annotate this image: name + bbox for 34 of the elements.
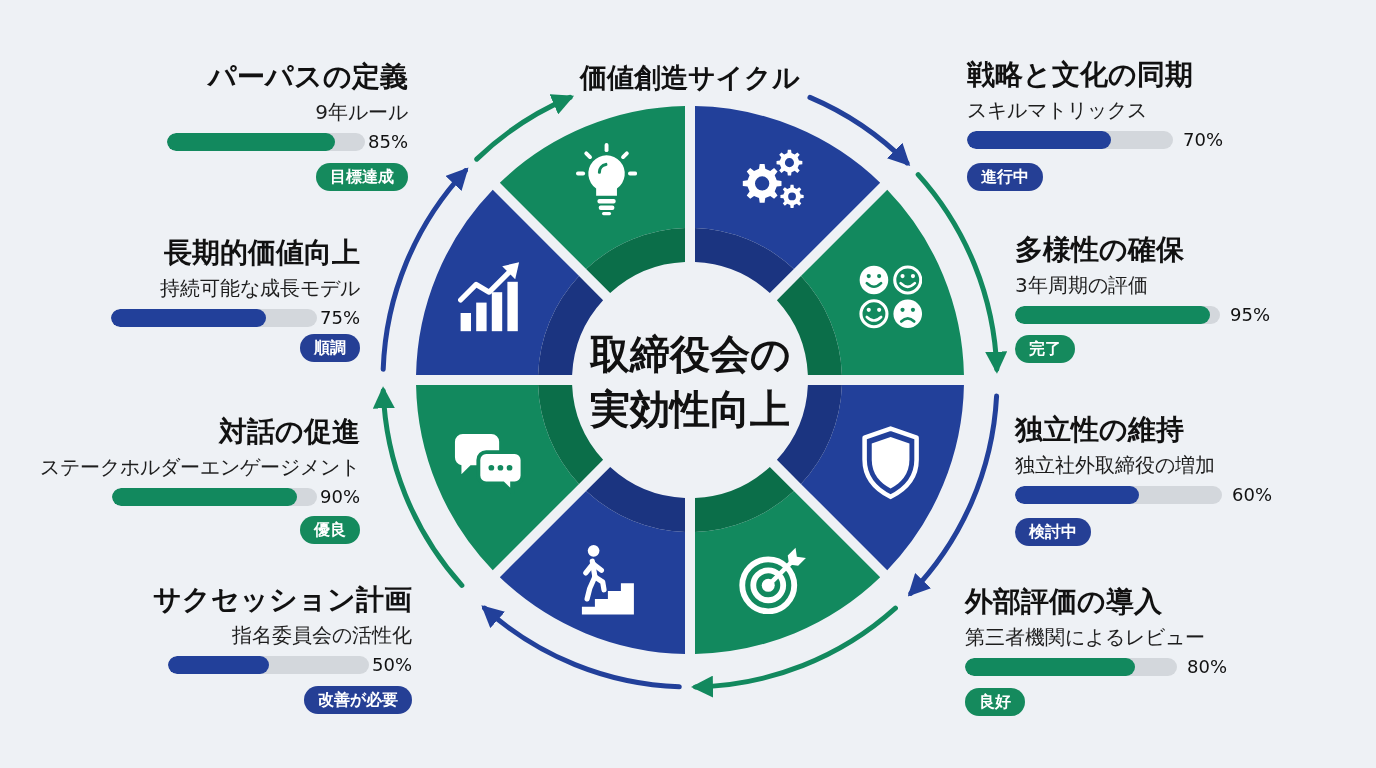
item-title: パーパスの定義: [208, 60, 408, 94]
item-title: 長期的価値向上: [164, 236, 360, 270]
status-badge: 良好: [965, 688, 1025, 716]
item-subtitle: 持続可能な成長モデル: [160, 276, 360, 300]
percent-label: 95%: [1230, 304, 1270, 326]
status-badge: 改善が必要: [304, 686, 412, 714]
percent-label: 60%: [1232, 484, 1272, 506]
status-badge: 完了: [1015, 335, 1075, 363]
status-badge: 進行中: [967, 163, 1043, 191]
item-subtitle: 9年ルール: [315, 100, 408, 124]
item-subtitle: 指名委員会の活性化: [232, 623, 412, 647]
item-title: 戦略と文化の同期: [967, 58, 1193, 92]
diagram-title: 価値創造サイクル: [580, 62, 800, 95]
item-subtitle: スキルマトリックス: [967, 98, 1147, 122]
percent-label: 90%: [320, 486, 360, 508]
percent-label: 75%: [320, 307, 360, 329]
status-badge: 検討中: [1015, 518, 1091, 546]
item-subtitle: ステークホルダーエンゲージメント: [40, 455, 360, 479]
percent-label: 50%: [372, 654, 412, 676]
center-title: 取締役会の実効性向上: [585, 327, 795, 437]
status-badge: 順調: [300, 334, 360, 362]
item-title: 対話の促進: [219, 415, 360, 449]
status-badge: 優良: [300, 516, 360, 544]
percent-label: 85%: [368, 131, 408, 153]
item-title: 多様性の確保: [1015, 233, 1184, 267]
item-title: サクセッション計画: [153, 583, 412, 617]
status-badge: 目標達成: [316, 163, 408, 191]
item-title: 独立性の維持: [1015, 413, 1184, 447]
percent-label: 70%: [1183, 129, 1223, 151]
item-subtitle: 第三者機関によるレビュー: [965, 625, 1205, 649]
item-subtitle: 独立社外取締役の増加: [1015, 453, 1215, 477]
percent-label: 80%: [1187, 656, 1227, 678]
item-subtitle: 3年周期の評価: [1015, 273, 1148, 297]
item-title: 外部評価の導入: [965, 585, 1162, 619]
